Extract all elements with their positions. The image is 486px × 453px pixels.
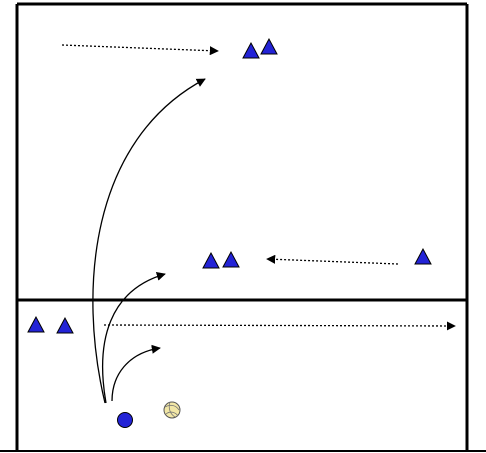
dotted-arrow-middle bbox=[266, 254, 399, 265]
triangle-player bbox=[56, 316, 74, 334]
triangle-player bbox=[242, 41, 260, 59]
triangle-player bbox=[414, 247, 432, 265]
curved-arrow-medium bbox=[101, 271, 166, 404]
triangle-player bbox=[260, 37, 278, 55]
curved-arrow-long bbox=[92, 78, 206, 404]
ball-icon bbox=[163, 401, 181, 419]
curved-arrows bbox=[92, 78, 206, 404]
triangle-player bbox=[202, 251, 220, 269]
circle-player bbox=[117, 412, 133, 428]
curved-arrow-short bbox=[111, 344, 161, 402]
dotted-arrows bbox=[61, 44, 456, 331]
dotted-arrow-top bbox=[61, 44, 219, 56]
triangle-player bbox=[222, 250, 240, 268]
triangle-players bbox=[27, 37, 432, 334]
dotted-arrow-lower bbox=[103, 321, 456, 331]
triangle-player bbox=[27, 315, 45, 333]
